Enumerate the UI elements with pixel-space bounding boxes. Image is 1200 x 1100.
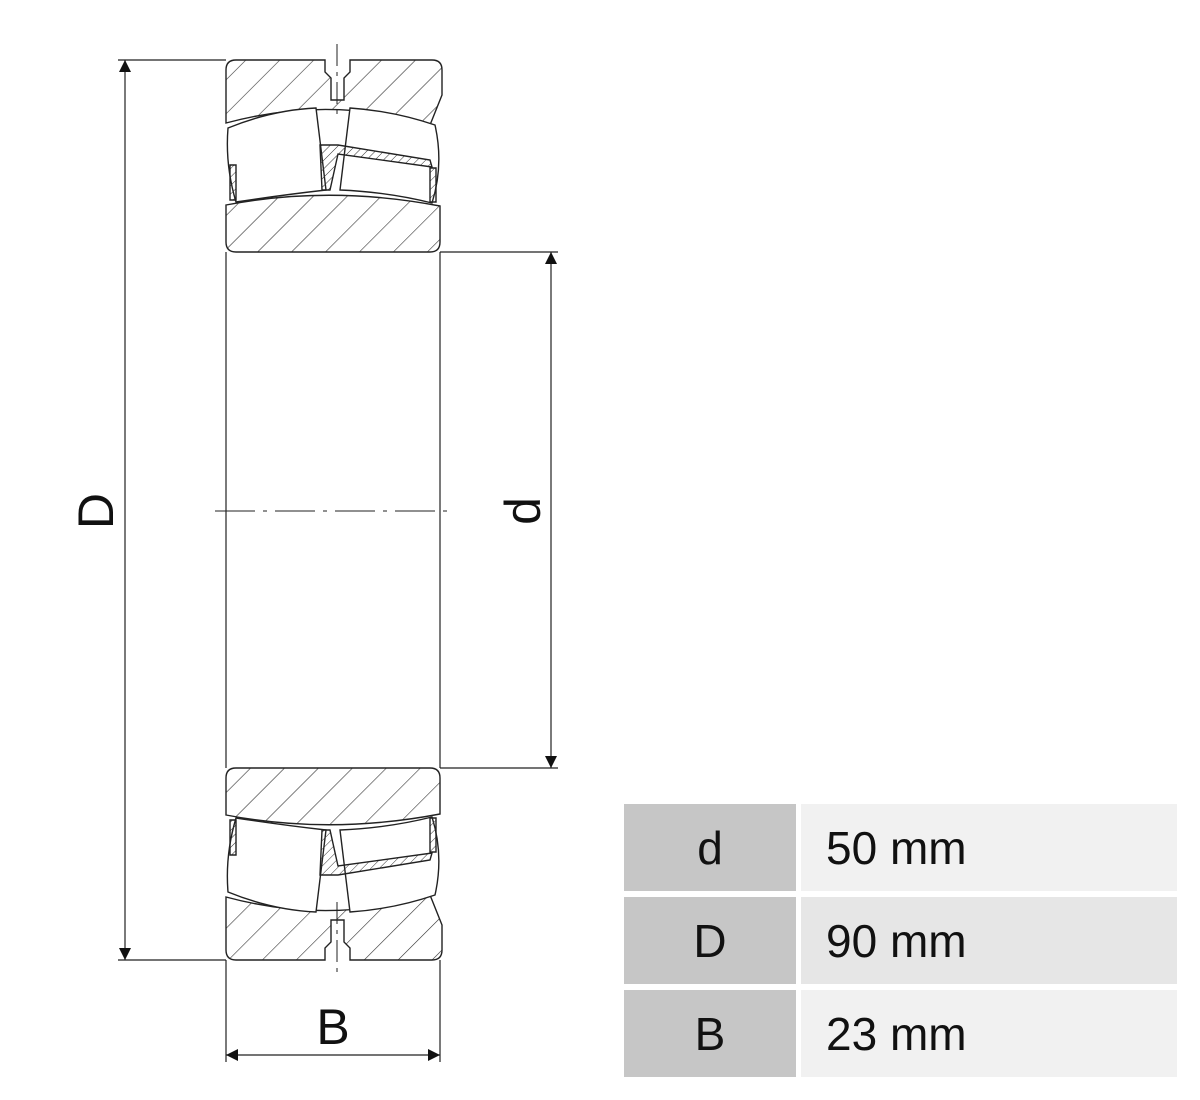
dimension-width [225, 960, 441, 1062]
dimension-table: d 50 mm D 90 mm B 23 mm [624, 798, 1177, 1083]
bore-lines [225, 252, 441, 768]
roller-left-bottom [226, 817, 327, 913]
label-width: B [316, 999, 349, 1055]
outer-ring-bottom [225, 894, 443, 961]
outer-ring-top [225, 59, 443, 126]
cage-top [319, 144, 433, 191]
dimension-outer-diameter [118, 59, 226, 961]
roller-left-top [226, 107, 327, 203]
spec-key: B [624, 990, 796, 1077]
spec-key: d [624, 804, 796, 891]
inner-ring-top [225, 194, 441, 253]
bearing-section-top [225, 44, 443, 253]
spec-value: 50 mm [801, 804, 1177, 891]
table-row: d 50 mm [624, 804, 1177, 891]
label-outer-diameter: D [68, 493, 124, 529]
cage-bottom [319, 829, 433, 876]
label-inner-diameter: d [495, 497, 551, 525]
dimension-inner-diameter [440, 251, 558, 769]
table-row: B 23 mm [624, 990, 1177, 1077]
spec-value: 23 mm [801, 990, 1177, 1077]
inner-ring-bottom [225, 767, 441, 826]
table-row: D 90 mm [624, 897, 1177, 984]
spec-value: 90 mm [801, 897, 1177, 984]
bearing-section-bottom [225, 767, 443, 976]
spec-key: D [624, 897, 796, 984]
